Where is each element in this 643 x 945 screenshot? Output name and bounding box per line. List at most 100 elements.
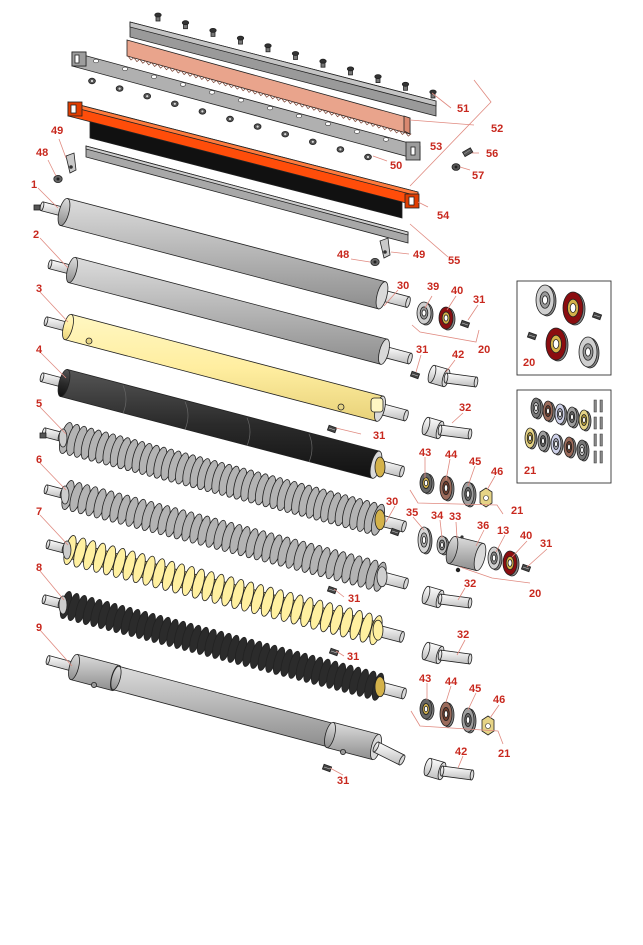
roller-5 xyxy=(39,422,407,536)
callout-31-e: 31 xyxy=(348,593,360,605)
callout-42-top: 42 xyxy=(452,349,464,361)
inset20-bearing-c xyxy=(545,327,569,362)
inset-box-21 xyxy=(516,389,612,484)
bar-hole xyxy=(296,113,302,119)
bar-hole xyxy=(354,129,360,134)
callout-7: 7 xyxy=(36,506,42,518)
part-52-bar xyxy=(71,51,421,161)
callout-40-mid: 40 xyxy=(520,530,532,542)
callout-1: 1 xyxy=(31,179,37,191)
bolt-row-top xyxy=(154,12,437,99)
callout-31-f: 31 xyxy=(347,651,359,663)
setscrew-31-g xyxy=(321,763,333,773)
bar-hole xyxy=(180,82,186,87)
stub-32-a xyxy=(421,416,473,440)
leader-lines xyxy=(37,79,548,776)
callout-21-inset: 21 xyxy=(524,465,536,477)
bracket-49-left xyxy=(65,152,77,174)
callout-42-bottom: 42 xyxy=(455,746,467,758)
callout-44-b: 44 xyxy=(445,676,458,688)
callout-46-b: 46 xyxy=(493,694,505,706)
inset21-ring-b1 xyxy=(537,430,551,453)
callout-39: 39 xyxy=(427,281,439,293)
callout-49-bottom: 49 xyxy=(413,249,425,261)
setscrew-31-c xyxy=(326,424,338,434)
callout-49-top: 49 xyxy=(51,125,63,137)
inset21-ring-b4 xyxy=(576,439,590,462)
inset21-ring-a0 xyxy=(530,397,544,420)
housing-36 xyxy=(445,535,487,573)
callout-2: 2 xyxy=(33,229,39,241)
callout-5: 5 xyxy=(36,398,42,410)
setscrew-31-d xyxy=(520,563,532,573)
inset21-pin xyxy=(599,433,603,447)
nut-50 xyxy=(281,130,290,138)
bolt-51 xyxy=(264,43,272,53)
inset20-screw-a xyxy=(591,311,603,321)
roller-7 xyxy=(45,535,405,646)
inset20-bearing-d xyxy=(578,336,600,369)
callout-48-bottom: 48 xyxy=(337,249,349,261)
callout-45-a: 45 xyxy=(469,456,481,468)
nut-50 xyxy=(226,115,234,123)
bearing-39 xyxy=(438,306,456,331)
part-51-strip-top xyxy=(129,21,437,107)
bolt-51 xyxy=(319,58,327,68)
setscrew-31-a xyxy=(459,319,471,329)
bolt-51 xyxy=(291,51,300,60)
callout-30-mid: 30 xyxy=(386,496,398,508)
callout-33: 33 xyxy=(449,511,461,523)
roller-2 xyxy=(47,256,413,365)
bearing-40-b xyxy=(502,550,520,577)
inset20-bearing-a xyxy=(535,284,557,317)
nut-50 xyxy=(171,100,179,107)
nut-row-50 xyxy=(88,77,372,161)
nut-46-a xyxy=(479,487,493,508)
nut-50 xyxy=(115,85,124,92)
inset21-ring-a2 xyxy=(554,403,568,426)
callout-31-b: 31 xyxy=(416,344,428,356)
bar-hole xyxy=(325,121,331,126)
nut-50 xyxy=(88,77,96,85)
setscrew-31-b xyxy=(409,370,421,380)
callout-20-mid: 20 xyxy=(529,588,541,600)
bolt-51 xyxy=(401,81,410,91)
bolt-51 xyxy=(181,20,190,30)
bearing-30 xyxy=(416,301,434,326)
inset-box-20 xyxy=(516,280,612,376)
part-54-bedknife xyxy=(67,101,420,219)
callout-50: 50 xyxy=(390,160,402,172)
callout-labels: 51 52 53 50 56 57 54 49 48 49 48 55 1 2 … xyxy=(31,103,552,787)
nut-50 xyxy=(198,108,207,115)
callout-31-c: 31 xyxy=(373,430,385,442)
callout-32-c: 32 xyxy=(457,629,469,641)
nut-48-left xyxy=(53,174,63,183)
bolt-51 xyxy=(154,12,162,22)
inset21-ring-a3 xyxy=(566,406,580,429)
bar-hole xyxy=(383,137,389,142)
callout-31-g: 31 xyxy=(337,775,349,787)
bearing-43-b xyxy=(419,698,435,721)
inset21-pin xyxy=(599,399,603,413)
callout-31-d: 31 xyxy=(540,538,552,550)
part-55-bar xyxy=(85,145,409,244)
bar-hole xyxy=(267,105,273,111)
callout-43-b: 43 xyxy=(419,673,431,685)
nut-46-b xyxy=(481,715,495,736)
inset21-pin xyxy=(593,450,597,464)
callout-51: 51 xyxy=(457,103,469,115)
bolt-51 xyxy=(346,66,355,76)
callout-6: 6 xyxy=(36,454,42,466)
nut-50 xyxy=(143,92,152,100)
callout-35: 35 xyxy=(406,507,418,519)
roller-9 xyxy=(45,653,406,766)
callout-43-a: 43 xyxy=(419,447,431,459)
setscrew-31-e xyxy=(326,585,338,595)
callout-4: 4 xyxy=(36,344,43,356)
rollers xyxy=(33,197,413,766)
callout-56: 56 xyxy=(486,148,498,160)
roller-8 xyxy=(41,591,407,701)
inset21-ring-a4 xyxy=(578,409,592,432)
callout-3: 3 xyxy=(36,283,42,295)
